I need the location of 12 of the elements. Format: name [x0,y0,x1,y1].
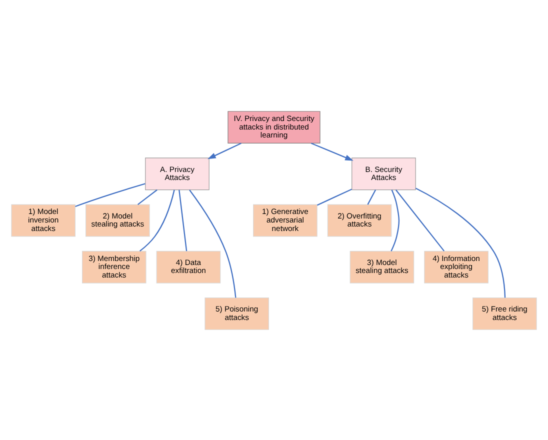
connector [137,188,158,205]
connector [139,189,175,252]
connector [395,189,445,251]
connector [415,187,506,298]
connector [390,189,400,251]
connector [178,189,188,251]
connector [367,189,376,204]
connector [316,188,352,206]
arrow [310,142,354,160]
arrow [208,142,242,159]
connector [189,189,236,298]
connector [75,182,146,207]
